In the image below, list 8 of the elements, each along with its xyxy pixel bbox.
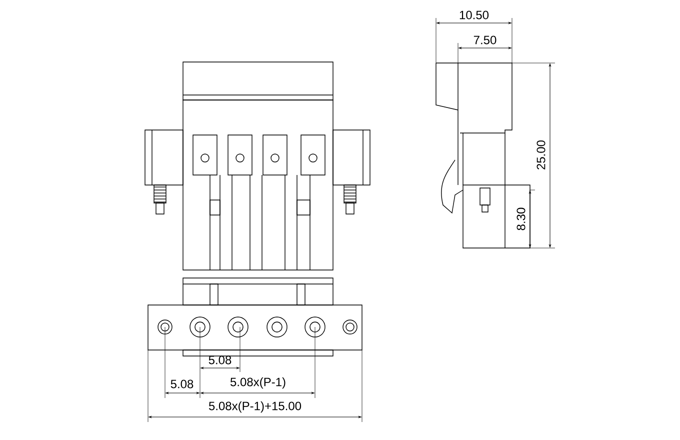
dimension-label: 5.08x(P-1) — [230, 377, 286, 389]
dimension-label: 5.08 — [170, 380, 194, 388]
dimension-label: 8.30 — [516, 208, 526, 230]
dimension-label: 25.00 — [536, 140, 546, 170]
dimension-label: 10.50 — [460, 10, 489, 20]
dimension-label: 7.50 — [474, 36, 496, 44]
dimension-label: 5.08 — [208, 356, 232, 364]
dimension-label: 5.08x(P-1)+15.00 — [208, 401, 302, 413]
